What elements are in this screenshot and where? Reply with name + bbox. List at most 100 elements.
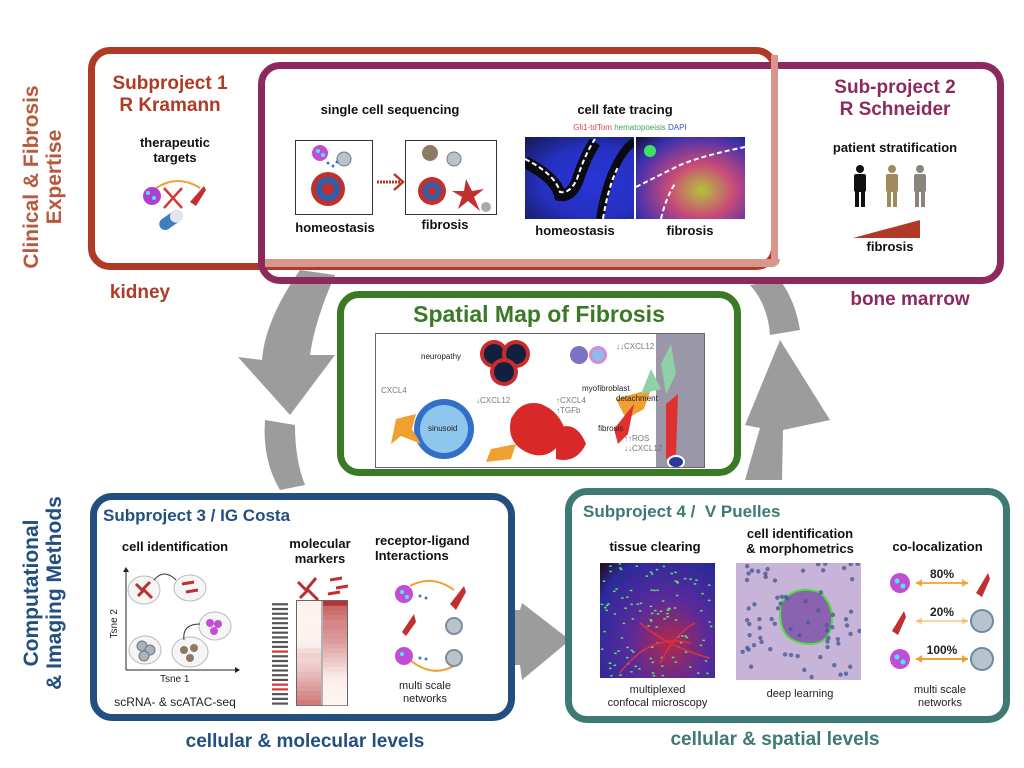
homeostasis-cell-diagram (295, 140, 373, 215)
cell-marker-dot (618, 563, 622, 565)
heatmap-cell (297, 629, 321, 635)
nucleus (809, 674, 814, 680)
heatmap-cell (323, 624, 347, 630)
nucleus (841, 565, 847, 571)
cell-marker-dot (666, 609, 670, 611)
heatmap-cell (297, 601, 321, 607)
cell-marker-dot (622, 622, 626, 625)
drug-target-blocked-icon (143, 180, 206, 231)
patient-icons (854, 165, 926, 207)
cell-marker-dot (688, 666, 692, 668)
cell-marker-dot (639, 602, 643, 605)
morphometrics-caption: deep learning (766, 688, 834, 700)
interactions-caption-line1: multi scale (399, 680, 451, 692)
cell-marker-dot (666, 616, 669, 618)
label-fibrosis: fibrosis (598, 424, 624, 433)
receptor-ligand-line2: Interactions (375, 547, 449, 563)
subproject1-title-line2: R Kramann (119, 94, 221, 116)
heatmap-cell (323, 619, 347, 625)
cell-marker-dot (608, 662, 612, 665)
nucleus (757, 625, 762, 631)
heatmap-cell (323, 634, 347, 640)
cell-marker-dot (609, 565, 612, 567)
heatmap-cell (297, 624, 321, 630)
nucleus (748, 664, 754, 669)
clearing-caption-line1: multiplexed (629, 684, 686, 696)
cell-marker-dot (661, 600, 665, 602)
side-label-computational: Computational & Imaging Methods (20, 493, 80, 693)
clearing-caption-line2: confocal microscopy (607, 696, 708, 709)
cell-marker-dot (684, 651, 688, 653)
gene-label-mark (272, 636, 288, 639)
nucleus (778, 601, 783, 606)
cell-marker-dot (699, 644, 703, 647)
legend-hematopoeisis: hematopoeisis (614, 123, 666, 132)
cell-marker-dot (656, 613, 660, 615)
nucleus (765, 566, 770, 572)
co-localization-diagram: 80%20%100% (890, 567, 994, 671)
heatmap-cell (297, 700, 321, 706)
cell-marker-dot (655, 568, 659, 571)
cell-marker-dot (624, 607, 627, 609)
cell-marker-dot (683, 577, 687, 580)
coloc-pair: 20% (892, 605, 994, 635)
molecular-markers-line1: molecular (289, 536, 351, 551)
nucleus (763, 571, 768, 576)
label-neuropathy: neuropathy (421, 352, 462, 361)
heatmap-cell (323, 662, 347, 668)
nucleus (763, 574, 768, 580)
heatmap-cell (323, 643, 347, 649)
heatmap-cell (323, 690, 347, 696)
cell-marker-dot (656, 589, 659, 592)
cell-marker-dot (613, 590, 616, 593)
heatmap-cell (297, 690, 321, 696)
cell-marker-dot (707, 584, 711, 586)
nucleus (769, 616, 774, 622)
coloc-percentage: 20% (930, 605, 954, 619)
gene-label-mark (272, 702, 288, 705)
cell-marker-dot (650, 589, 653, 591)
subproject2-box (258, 62, 1004, 284)
cell-marker-dot (655, 626, 658, 628)
spatial-map-illustration: neuropathy CXCL4 sinusoid ↓CXCL12 ↑CXCL4… (375, 333, 705, 468)
heatmap-cell (297, 638, 321, 644)
shared-panel-divider (265, 259, 780, 267)
fibrosis-cell-diagram (405, 140, 497, 215)
heatmap-cell (297, 648, 321, 654)
nucleus (775, 606, 781, 611)
nucleus (751, 642, 757, 648)
cell-marker-dot (679, 641, 683, 644)
nucleus (797, 633, 802, 638)
nucleus (836, 641, 841, 646)
gene-label-mark (272, 626, 288, 630)
nucleus (802, 667, 807, 673)
cell-marker-dot (615, 588, 618, 590)
cell-marker-dot (626, 646, 629, 649)
nucleus (782, 652, 788, 657)
heatmap-cell (323, 653, 347, 659)
gene-label-mark (272, 655, 288, 658)
cell-marker-dot (695, 579, 698, 581)
cell-marker-dot (630, 603, 633, 606)
cell-marker-dot (685, 636, 689, 639)
nucleus (821, 568, 826, 573)
coloc-percentage: 100% (927, 643, 958, 657)
person-icon (854, 165, 866, 207)
nucleus (823, 563, 828, 566)
side-label-clinical: Clinical & Fibrosis Expertise (20, 72, 80, 282)
morphometrics-line1: cell identification (746, 526, 854, 541)
fate-fibrosis-micrograph (636, 137, 745, 219)
endosteum-band (656, 334, 704, 467)
nucleus (772, 621, 777, 626)
subproject2-title: Sub-project 2 R Schneider (805, 77, 985, 121)
label-cxcl12-top: ↓↓CXCL12 (616, 342, 655, 351)
cell-marker-dot (602, 580, 606, 582)
heatmap-cell (323, 629, 347, 635)
cell-id-caption: scRNA- & scATAC-seq (114, 695, 236, 709)
cell-marker-dot (626, 596, 629, 598)
cell-marker-dot (605, 609, 608, 612)
cell-marker-dot (651, 672, 655, 674)
fibrosis-gradient-wedge (853, 220, 920, 238)
nucleus (848, 609, 854, 614)
